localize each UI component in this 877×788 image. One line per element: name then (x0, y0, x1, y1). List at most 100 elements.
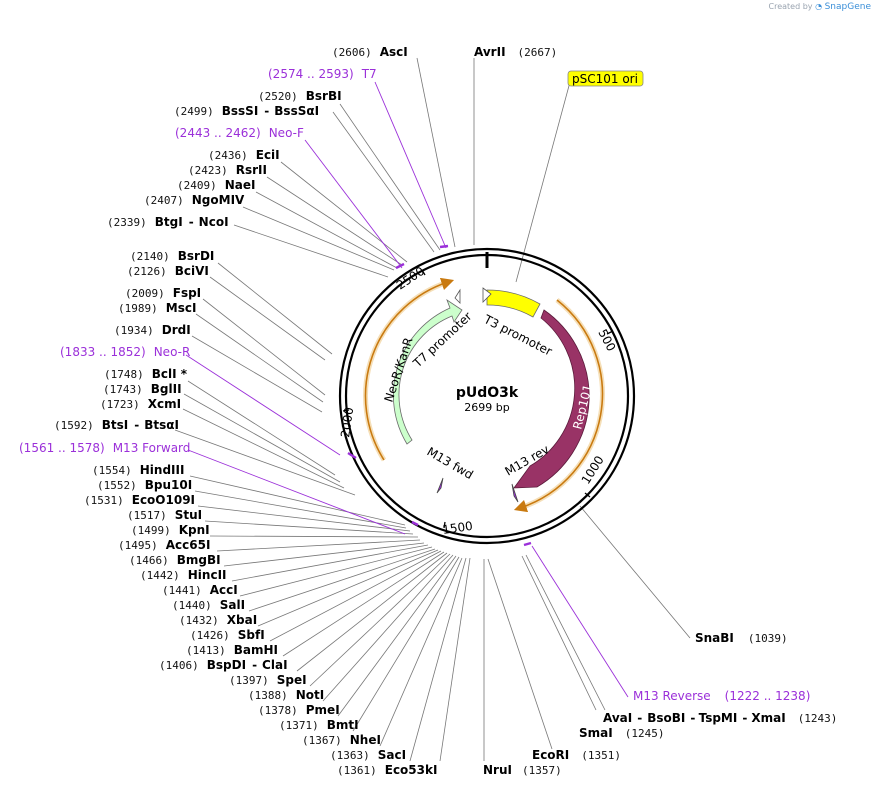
site-alt-name: ClaI (262, 658, 287, 672)
site-name: SacI (378, 748, 406, 762)
svg-text:M13 Reverse(1222 .. 1238): M13 Reverse (1222 .. 1238) (633, 689, 810, 703)
plasmid-name: pUdO3k (456, 385, 519, 401)
site-name: NaeI (225, 178, 256, 192)
site-alt-name: BtsαI (144, 418, 179, 432)
site-pos: (1517) (127, 509, 167, 522)
site-name: SbfI (238, 628, 265, 642)
svg-text:(1371)BmtI: (1371)BmtI (279, 718, 359, 732)
svg-text:(1833 .. 1852)Neo-R: (1833 .. 1852) Neo-R (60, 345, 190, 359)
psc101-ori-label: pSC101 ori (572, 72, 638, 86)
svg-text:(1934)DrdI: (1934) DrdI (114, 323, 191, 337)
site-pos: (1531) (84, 494, 124, 507)
site-pos: (1361) (337, 764, 377, 777)
site-pos: (1743) (103, 383, 143, 396)
primer-name: M13 Forward (113, 441, 191, 455)
primer-name: T7 (361, 67, 377, 81)
svg-text:AvrII(2667): AvrII (2667) (474, 45, 557, 59)
site-alt-name: BssSαI (274, 104, 319, 118)
site-name: AvrII (474, 45, 506, 59)
t3-promoter-feature[interactable] (486, 289, 541, 318)
primer-markers (347, 244, 532, 547)
credit-text: Created by (768, 2, 813, 11)
site-pos: (1039) (748, 632, 788, 645)
t7-arrow-icon (454, 288, 461, 304)
primer-name: M13 Reverse (633, 689, 711, 703)
site-pos: (2339) (107, 216, 147, 229)
site-name: AscI (380, 45, 408, 59)
site-alt-name: BsoBI (647, 711, 685, 725)
site-name: PmeI (306, 703, 340, 717)
ticks (342, 269, 614, 529)
snapgene-logo-icon: ◔ (815, 2, 823, 11)
site-labels: (2606)AscI AvrII(2667) (2520)BsrBI (2499… (54, 45, 837, 777)
svg-text:(2436)EciI: (2436) EciI (208, 148, 280, 162)
site-name: SpeI (277, 673, 307, 687)
tick-label-1500: 1500 (441, 519, 473, 537)
tick-label-2000: 2000 (338, 406, 356, 438)
primer-connector-lines (185, 81, 629, 698)
svg-text:(1367)NheI: (1367)NheI (302, 733, 381, 747)
site-pos: (1397) (229, 674, 269, 687)
site-pos: (1406) (159, 659, 199, 672)
site-connector-lines (174, 57, 691, 762)
psc101-ori-box[interactable] (567, 70, 644, 87)
svg-text:(1554)HindIII: (1554)HindIII (92, 463, 184, 477)
svg-text:(1989)MscI: (1989)MscI (118, 301, 196, 315)
credit-brand: SnapGene (824, 2, 871, 12)
rep101-feature[interactable] (513, 309, 590, 489)
primer-range: (1222 .. 1238) (725, 689, 811, 703)
site-pos: (1499) (131, 524, 171, 537)
svg-text:(1499)KpnI: (1499)KpnI (131, 523, 210, 537)
svg-text:(2423)RsrII: (2423)RsrII (188, 163, 267, 177)
site-pos: (1554) (92, 464, 132, 477)
site-pos: (2409) (177, 179, 217, 192)
svg-text:(2443 .. 2462)Neo-F: (2443 .. 2462)Neo-F (175, 126, 304, 140)
svg-text:(1561 .. 1578)M13 Forward: (1561 .. 1578)M13 Forward (19, 441, 190, 455)
rep101-orf-arrow (513, 299, 604, 513)
svg-text:(1442)HincII: (1442)HincII (140, 568, 227, 582)
site-pos: (2009) (125, 287, 165, 300)
svg-text:(2126)BciVI: (2126)BciVI (127, 264, 209, 278)
svg-text:(1361)Eco53kI: (1361) Eco53kI (337, 763, 437, 777)
svg-text:(1592)BtsI-BtsαI: (1592)BtsI-BtsαI (54, 418, 179, 432)
svg-text:(1413)BamHI: (1413)BamHI (186, 643, 278, 657)
site-name: RsrII (236, 163, 267, 177)
primer-range: (2443 .. 2462) (175, 126, 261, 140)
site-name: BtgI (155, 215, 183, 229)
site-alt-name: NcoI (199, 215, 229, 229)
svg-text:(1495)Acc65I: (1495)Acc65I (118, 538, 210, 552)
svg-text:SmaI(1245): SmaI(1245) (579, 726, 664, 740)
site-pos: (1357) (522, 764, 562, 777)
site-pos: (1371) (279, 719, 319, 732)
site-pos: (1748) (104, 368, 144, 381)
site-alt-name: XmaI (751, 711, 785, 725)
svg-text:SnaBI(1039): SnaBI(1039) (695, 631, 788, 645)
svg-text:AvaI-BsoBI-TspMI-XmaI(1243): AvaI-BsoBI-TspMI-XmaI(1243) (603, 711, 837, 725)
site-name: EcoO109I (132, 493, 195, 507)
site-pos: (2667) (518, 46, 558, 59)
primer-range: (1833 .. 1852) (60, 345, 146, 359)
site-name: SalI (220, 598, 245, 612)
site-name: StuI (175, 508, 202, 522)
site-name: EciI (256, 148, 280, 162)
site-name: AccI (210, 583, 238, 597)
primer-name: Neo-R (154, 345, 191, 359)
svg-text:(1441)AccI: (1441)AccI (162, 583, 238, 597)
svg-text:(1378)PmeI: (1378) PmeI (258, 703, 340, 717)
site-name: Bpu10I (145, 478, 192, 492)
site-pos: (1426) (190, 629, 230, 642)
site-pos: (1934) (114, 324, 154, 337)
site-name: Eco53kI (385, 763, 438, 777)
site-pos: (1378) (258, 704, 298, 717)
site-pos: (2126) (127, 265, 167, 278)
site-pos: (1552) (97, 479, 137, 492)
svg-text:(1743)BglII: (1743)BglII (103, 382, 182, 396)
site-name: DrdI (162, 323, 191, 337)
site-pos: (2436) (208, 149, 248, 162)
site-name: AvaI (603, 711, 632, 725)
site-pos: (1388) (248, 689, 288, 702)
svg-text:(2499)BssSI-BssSαI: (2499)BssSI-BssSαI (174, 104, 319, 118)
neor-kanr-feature[interactable] (392, 298, 463, 445)
m13-fwd-label: M13 fwd (425, 444, 476, 482)
